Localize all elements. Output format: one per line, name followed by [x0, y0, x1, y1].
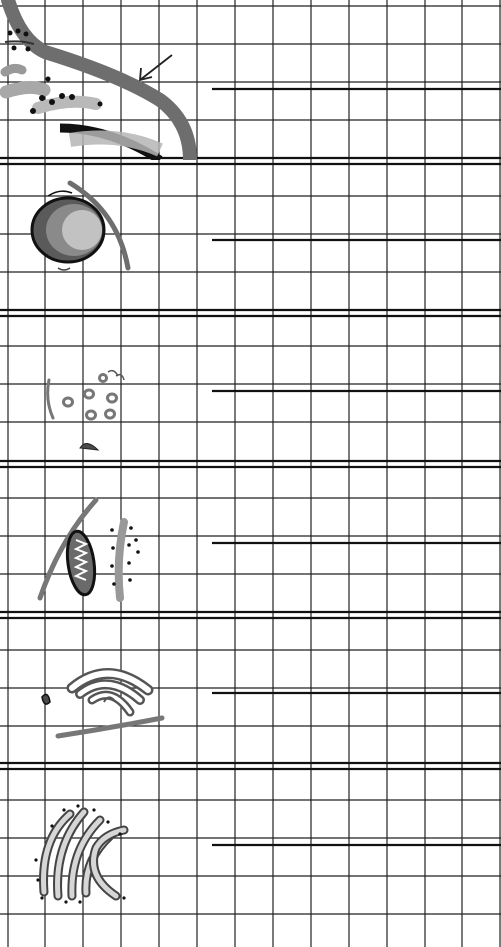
vesicles-icon [48, 371, 124, 450]
smooth-er-icon [34, 804, 125, 903]
mitochondrion-icon [40, 500, 140, 598]
rough-er-ribosomes-icon [5, 0, 190, 160]
golgi-apparatus-icon [42, 673, 162, 736]
